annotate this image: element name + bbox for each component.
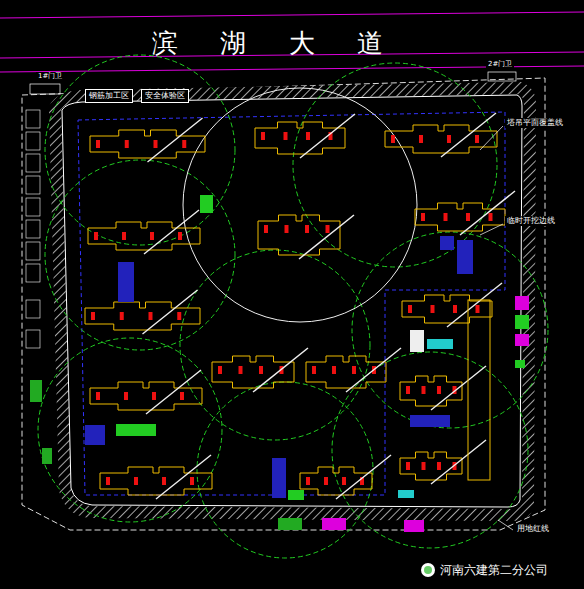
stair-core — [422, 386, 426, 394]
stair-core — [120, 312, 124, 320]
stair-core — [149, 312, 153, 320]
stair-core — [259, 366, 263, 374]
road-name: 滨 湖 大 道 — [150, 28, 385, 59]
crane-arm — [441, 113, 496, 157]
stair-core — [466, 213, 470, 221]
stair-core — [332, 366, 336, 374]
stair-core — [91, 312, 95, 320]
stair-core — [162, 477, 166, 485]
stair-core — [180, 392, 184, 400]
stair-core — [150, 232, 154, 240]
crane-arm — [346, 348, 401, 392]
stair-core — [489, 213, 493, 221]
stair-core — [422, 462, 426, 470]
leader-line — [498, 520, 513, 530]
building-outline — [90, 382, 202, 410]
crane-arm — [431, 366, 486, 410]
crane-arm — [148, 118, 203, 162]
stair-core — [261, 132, 265, 140]
stair-core — [342, 477, 346, 485]
building-outline — [100, 467, 212, 495]
zone-box: 钢筋加工区 — [85, 89, 133, 103]
stair-core — [122, 232, 126, 240]
stair-core — [285, 225, 289, 233]
stair-core — [154, 140, 158, 148]
stair-core — [326, 225, 330, 233]
gate-label: 2#门卫 — [486, 60, 514, 68]
stair-core — [408, 305, 412, 313]
stair-core — [182, 140, 186, 148]
leader-line — [480, 224, 503, 235]
wechat-icon — [421, 563, 435, 577]
stair-core — [96, 392, 100, 400]
boundary-note: 用地红线 — [515, 524, 551, 534]
stair-core — [125, 140, 129, 148]
building-outline — [385, 125, 497, 153]
stair-core — [134, 477, 138, 485]
stair-core — [106, 477, 110, 485]
building-outline — [212, 356, 294, 388]
crane-arm — [460, 191, 515, 235]
stair-core — [178, 232, 182, 240]
stair-core — [306, 477, 310, 485]
gate-label: 1#门卫 — [36, 72, 64, 80]
stair-core — [475, 135, 479, 143]
stair-core — [324, 477, 328, 485]
stair-core — [406, 386, 410, 394]
stair-core — [421, 213, 425, 221]
stair-core — [406, 462, 410, 470]
stair-core — [218, 366, 222, 374]
stair-core — [152, 392, 156, 400]
building-outline — [90, 130, 205, 158]
crane-arm — [447, 283, 502, 327]
building-outline — [300, 467, 372, 495]
stair-core — [96, 140, 100, 148]
stair-core — [177, 312, 181, 320]
crane-arm — [146, 370, 201, 414]
zone-label: 钢筋加工区 — [89, 91, 129, 101]
stair-core — [447, 135, 451, 143]
stair-core — [419, 135, 423, 143]
crane-arm — [143, 290, 198, 334]
building-outline — [306, 356, 386, 388]
stair-core — [437, 462, 441, 470]
zone-box: 安全体验区 — [141, 89, 189, 103]
stair-core — [124, 392, 128, 400]
stair-core — [431, 305, 435, 313]
leader-line — [480, 126, 503, 150]
stair-core — [352, 366, 356, 374]
crane-arm — [156, 455, 211, 499]
leader-note: 塔吊平面覆盖线 — [505, 118, 565, 128]
crane-arm — [253, 348, 308, 392]
building-outline — [415, 203, 505, 231]
crane-arm — [336, 455, 391, 499]
building-outline — [402, 295, 492, 323]
stair-core — [444, 213, 448, 221]
building-outline — [258, 215, 340, 255]
stair-core — [284, 132, 288, 140]
building-outline — [88, 222, 200, 250]
wechat-icon — [424, 566, 432, 574]
crane-arm — [431, 440, 486, 484]
crane-arm — [299, 215, 354, 259]
building-outline — [400, 376, 462, 406]
building-outline — [85, 302, 200, 330]
watermark: 河南六建第二分公司 — [438, 563, 550, 577]
stair-core — [305, 225, 309, 233]
leader-note: 临时开挖边线 — [505, 216, 557, 226]
stair-core — [476, 305, 480, 313]
stair-core — [264, 225, 268, 233]
stair-core — [453, 305, 457, 313]
stair-core — [437, 386, 441, 394]
stair-core — [391, 135, 395, 143]
stair-core — [312, 366, 316, 374]
zone-label: 安全体验区 — [145, 91, 185, 101]
building-outline — [255, 122, 345, 154]
stair-core — [239, 366, 243, 374]
stair-core — [94, 232, 98, 240]
crane-arm — [144, 210, 199, 254]
stair-core — [306, 132, 310, 140]
stair-core — [190, 477, 194, 485]
crane-arm — [300, 114, 355, 158]
